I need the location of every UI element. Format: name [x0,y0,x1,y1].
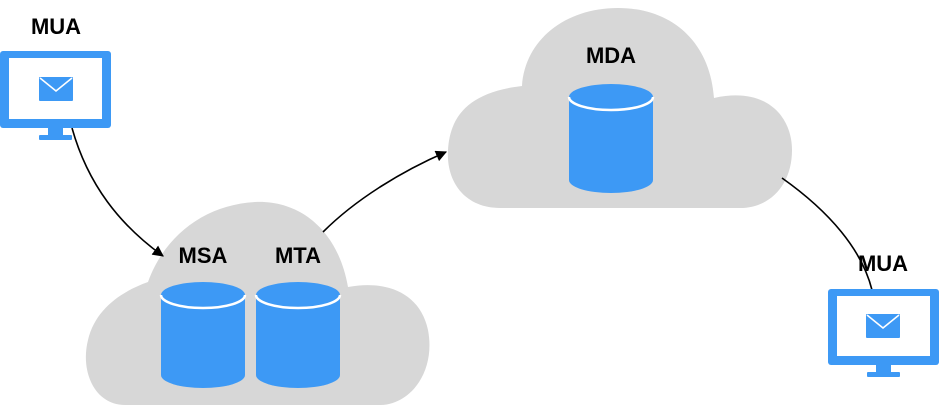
sender-mua-label: MUA [31,14,81,39]
msa-label: MSA [179,243,228,268]
connector-mta-to-mda [322,150,448,233]
mta-label: MTA [275,243,321,268]
mta-database-icon [254,282,342,388]
mda-database-icon [567,84,655,193]
msa-database-icon [159,282,247,388]
recipient-envelope-icon [866,314,900,338]
recipient-mua-label: MUA [858,251,908,276]
sender-computer-icon [0,51,111,140]
recipient-computer-icon [828,289,939,377]
connector-mda-to-mua [781,177,873,291]
connector-mua-to-msa [71,127,164,257]
sender-envelope-icon [39,77,73,101]
mda-label: MDA [586,43,636,68]
